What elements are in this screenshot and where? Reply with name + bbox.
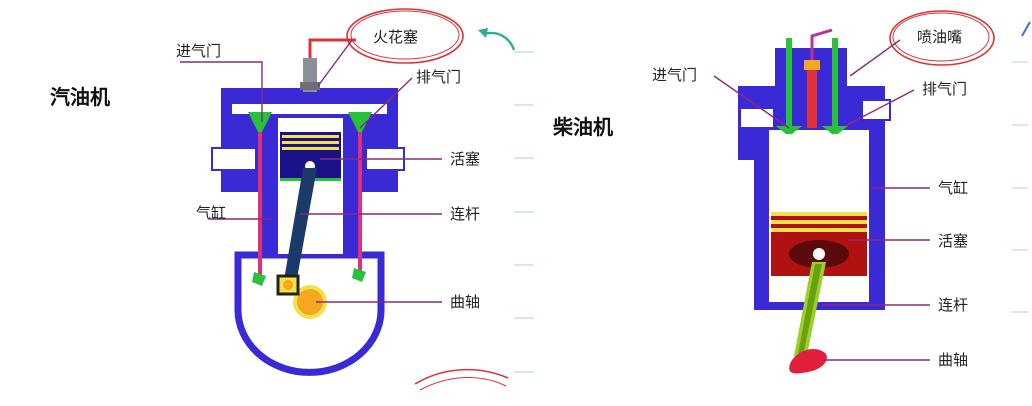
spark-plug-circle	[346, 8, 464, 64]
gasoline-label-cylinder: 气缸	[196, 204, 226, 222]
gasoline-label-spark-plug: 火花塞	[373, 28, 418, 46]
diesel-fuel-injector	[807, 62, 817, 128]
bottom-scribble	[414, 368, 509, 385]
diesel-label-intake-valve: 进气门	[652, 66, 697, 84]
diesel-label-piston: 活塞	[938, 232, 968, 250]
gasoline-engine: 汽油机	[50, 28, 480, 376]
fuel-injector-circle	[889, 10, 995, 66]
gasoline-label-intake-valve: 进气门	[176, 42, 221, 60]
gasoline-intake-port	[211, 147, 257, 171]
diesel-label-cylinder: 气缸	[938, 179, 968, 197]
gasoline-cylinder-wall-left	[262, 118, 278, 258]
diesel-label-connecting-rod: 连杆	[938, 296, 968, 314]
diesel-crankshaft	[789, 349, 827, 374]
arrow-mark	[483, 31, 516, 51]
gasoline-label-piston: 活塞	[450, 150, 480, 168]
annotation-marks	[346, 8, 995, 391]
gasoline-label-exhaust-valve: 排气门	[416, 68, 461, 86]
diesel-engine: 柴油机	[552, 28, 968, 374]
gasoline-connecting-rod	[284, 168, 317, 284]
gasoline-engine-title: 汽油机	[50, 85, 110, 109]
diesel-label-fuel-injector: 喷油嘴	[917, 28, 962, 46]
diesel-label-exhaust-valve: 排气门	[922, 80, 967, 98]
gasoline-label-crankshaft: 曲轴	[450, 293, 480, 311]
diesel-engine-title: 柴油机	[552, 115, 613, 139]
divider-ticks	[514, 51, 1028, 373]
gasoline-label-connecting-rod: 连杆	[450, 205, 480, 223]
corner-mark	[1021, 21, 1031, 37]
diesel-label-crankshaft: 曲轴	[938, 351, 968, 369]
